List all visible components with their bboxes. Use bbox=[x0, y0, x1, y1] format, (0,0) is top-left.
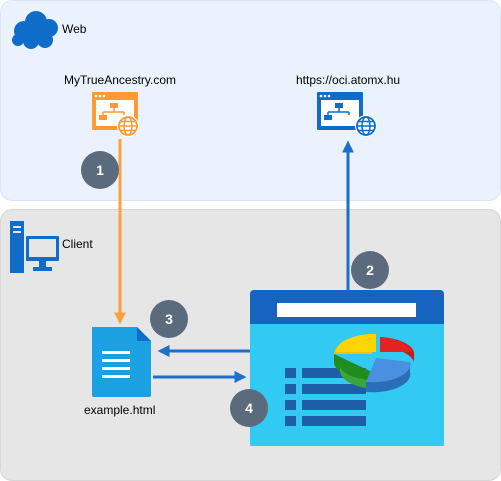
client-zone-label: Client bbox=[62, 237, 93, 251]
step-1-number: 1 bbox=[96, 162, 104, 178]
step-badge-4: 4 bbox=[230, 389, 268, 427]
cloud-icon bbox=[12, 11, 58, 49]
step-badge-2: 2 bbox=[351, 251, 389, 289]
target-site-icon bbox=[317, 92, 377, 137]
computer-icon bbox=[10, 221, 59, 273]
step-badge-1: 1 bbox=[81, 151, 119, 189]
html-file-label: example.html bbox=[84, 403, 156, 417]
document-icon bbox=[92, 327, 151, 397]
source-site-icon bbox=[92, 92, 139, 137]
step-3-number: 3 bbox=[165, 311, 173, 327]
step-4-number: 4 bbox=[245, 400, 253, 416]
step-2-number: 2 bbox=[366, 262, 374, 278]
step-badge-3: 3 bbox=[150, 300, 188, 338]
spreadsheet-chart-app-icon bbox=[250, 290, 444, 446]
target-site-label: https://oci.atomx.hu bbox=[296, 73, 401, 87]
source-site-label: MyTrueAncestry.com bbox=[64, 73, 177, 87]
web-zone-label: Web bbox=[62, 22, 87, 36]
